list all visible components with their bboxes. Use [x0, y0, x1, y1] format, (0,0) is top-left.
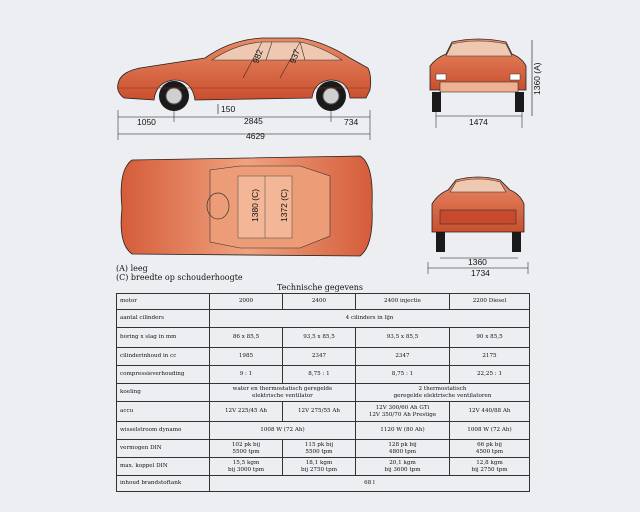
- row-label: vermogen DIN: [116, 439, 210, 458]
- dim-ground-clearance: 150: [221, 104, 235, 114]
- legend-a: (A) leeg: [116, 264, 148, 273]
- cell: 90 x 85,5: [449, 327, 530, 348]
- cell: 1008 W (72 Ah): [209, 421, 356, 440]
- header-cell: 2400 injectie: [355, 293, 450, 310]
- cell: 2175: [449, 347, 530, 366]
- row-label: cilinderinhoud in cc: [116, 347, 210, 366]
- dim-front-overhang: 1050: [137, 117, 156, 127]
- cell: 9 : 1: [209, 365, 283, 384]
- table-row: aantal cilinders 4 cilinders in lijn: [116, 309, 530, 328]
- rear-view: 1360 1734: [427, 176, 529, 278]
- cell: 1985: [209, 347, 283, 366]
- table-row: wisselstroom dynamo 1008 W (72 Ah) 1120 …: [116, 421, 530, 440]
- row-label: wisselstroom dynamo: [116, 421, 210, 440]
- table-row: boring x slag in mm 86 x 85,5 93,5 x 85,…: [116, 327, 530, 348]
- table-row: inhoud brandstoftank 68 l: [116, 475, 530, 492]
- cell: 8,75 : 1: [355, 365, 450, 384]
- header-cell: 2400: [282, 293, 356, 310]
- table-title: Technische gegevens: [276, 283, 364, 292]
- table-row-header: motor 2000 2400 2400 injectie 2200 Diese…: [116, 293, 530, 310]
- table-row: accu 12V 225/45 Ah 12V 275/55 Ah 12V 300…: [116, 401, 530, 422]
- cell: 86 x 85,5: [209, 327, 283, 348]
- spec-table: motor 2000 2400 2400 injectie 2200 Diese…: [116, 293, 530, 492]
- cell: 93,5 x 85,5: [355, 327, 450, 348]
- table-row: koeling water en thermostatisch geregeld…: [116, 383, 530, 402]
- table-row: cilinderinhoud in cc 1985 2347 2347 2175: [116, 347, 530, 366]
- cell: 68 l: [209, 475, 530, 492]
- legend-c: (C) breedte op schouderhoogte: [116, 273, 243, 282]
- row-label: aantal cilinders: [116, 309, 210, 328]
- cell: 1120 W (80 Ah): [355, 421, 450, 440]
- dim-front-headroom: 982: [250, 48, 264, 65]
- dim-length: 4629: [246, 131, 265, 141]
- cell: 2347: [355, 347, 450, 366]
- cell: 12V 440/88 Ah: [449, 401, 530, 422]
- row-label: koeling: [116, 383, 210, 402]
- cell: 12V 275/55 Ah: [282, 401, 356, 422]
- cell: 4 cilinders in lijn: [209, 309, 530, 328]
- dim-top-rear-width: 1372 (C): [279, 189, 289, 222]
- header-cell: 2200 Diesel: [449, 293, 530, 310]
- dim-top-front-width: 1380 (C): [250, 189, 260, 222]
- dim-rear-headroom: 937: [287, 48, 301, 65]
- cell: 1008 W (72 Ah): [449, 421, 530, 440]
- cell: 12V 225/45 Ah: [209, 401, 283, 422]
- dim-front-height: 1360 (A): [532, 62, 542, 95]
- row-label: max. koppel DIN: [116, 457, 210, 476]
- cell: 8,75 : 1: [282, 365, 356, 384]
- dim-rear-overhang: 734: [344, 117, 358, 127]
- table-row: compressieverhouding 9 : 1 8,75 : 1 8,75…: [116, 365, 530, 384]
- dim-wheelbase: 2845: [244, 116, 263, 126]
- row-label: inhoud brandstoftank: [116, 475, 210, 492]
- cell: 2347: [282, 347, 356, 366]
- dim-front-track: 1474: [469, 117, 488, 127]
- cell: 93,5 x 85,5: [282, 327, 356, 348]
- row-label: accu: [116, 401, 210, 422]
- front-view: 1360 (A) 1474: [429, 38, 542, 128]
- top-view: 1380 (C) 1372 (C): [120, 155, 373, 257]
- row-label: compressieverhouding: [116, 365, 210, 384]
- side-view: 982 937 150 1050 2845 734 4629: [117, 37, 372, 141]
- row-label: boring x slag in mm: [116, 327, 210, 348]
- dim-rear-track: 1360: [468, 257, 487, 267]
- dim-rear-width: 1734: [471, 268, 490, 278]
- cell: 22,25 : 1: [449, 365, 530, 384]
- header-cell: motor: [116, 293, 210, 310]
- header-cell: 2000: [209, 293, 283, 310]
